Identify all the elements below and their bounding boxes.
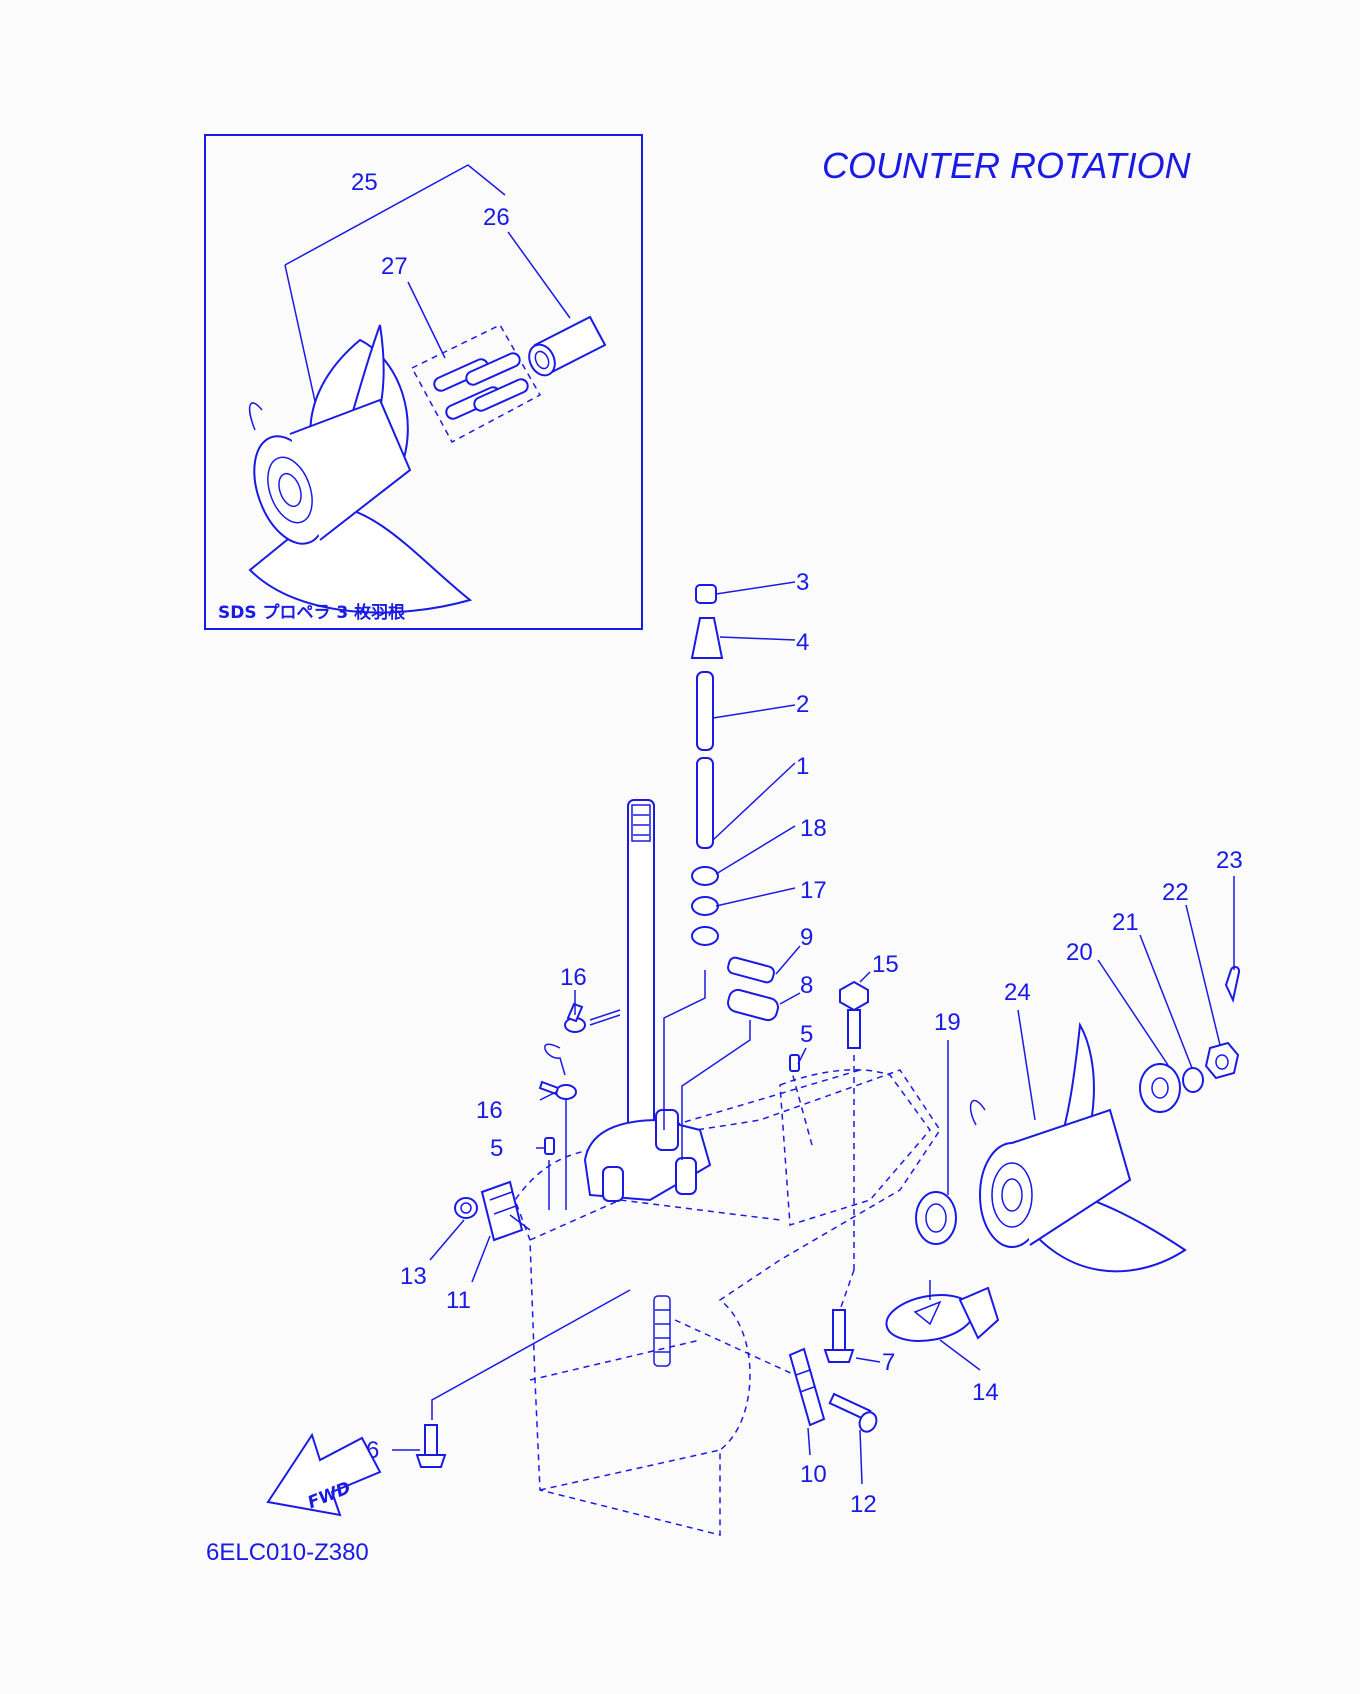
part-5-upper-plug [789, 1054, 800, 1072]
part-18-bushing [691, 866, 719, 886]
label-26: 26 [483, 204, 510, 231]
part-23-cotter-pin [1224, 965, 1241, 1004]
part-10-anode [788, 1347, 826, 1427]
label-5-upper: 5 [800, 1021, 813, 1048]
part-16-lower-clip [538, 1080, 577, 1100]
part-19-thrust-washer [915, 1191, 957, 1245]
part-13-nut [454, 1197, 478, 1219]
part-16-upper-clip [564, 1002, 621, 1033]
part-9-gasket [727, 956, 775, 984]
sds-propeller-inset [204, 134, 643, 630]
rubber-insert-set [433, 352, 529, 420]
label-1: 1 [796, 753, 809, 780]
diagram-title: COUNTER ROTATION [822, 145, 1192, 186]
label-21: 21 [1112, 909, 1139, 936]
label-11: 11 [446, 1287, 471, 1314]
label-25: 25 [351, 169, 378, 196]
leader-25 [284, 264, 319, 416]
label-19: 19 [934, 1009, 961, 1036]
label-20: 20 [1066, 939, 1093, 966]
label-24: 24 [1004, 979, 1031, 1006]
label-9: 9 [800, 924, 813, 951]
part-3-cap [695, 584, 717, 604]
label-2: 2 [796, 691, 809, 718]
part-5-lower-plug [544, 1137, 555, 1155]
leader-25-26 [284, 164, 506, 266]
leader-27 [407, 281, 446, 359]
label-12: 12 [850, 1491, 877, 1518]
fwd-arrow-icon: FWD [266, 1432, 382, 1517]
label-13: 13 [400, 1263, 427, 1290]
label-10: 10 [800, 1461, 827, 1488]
drawing-code: 6ELC010-Z380 [206, 1539, 369, 1566]
label-22: 22 [1162, 879, 1189, 906]
inset-frame [204, 134, 643, 630]
part-22-nut [1204, 1041, 1240, 1080]
drive-shaft [627, 799, 655, 1146]
part-21-washer [1182, 1067, 1204, 1093]
shift-rod-parts [690, 584, 724, 946]
label-23: 23 [1216, 847, 1243, 874]
part-7-bolt [823, 1309, 855, 1363]
part-14-trim-tab [885, 1286, 1000, 1342]
part-17b-seal [691, 926, 719, 946]
part-8-gasket [727, 988, 779, 1022]
label-15: 15 [872, 951, 899, 978]
part-4-collar [690, 617, 724, 659]
label-14: 14 [972, 1379, 999, 1406]
spline-sleeve [528, 315, 607, 377]
part-15-bolt [839, 980, 869, 1049]
part-1-rod [696, 757, 714, 849]
part-20-spacer [1139, 1063, 1181, 1113]
part-11-anode [480, 1180, 524, 1242]
inset-propeller [248, 324, 473, 614]
label-7: 7 [882, 1349, 895, 1376]
label-27: 27 [381, 253, 408, 280]
part-2-rod [696, 671, 714, 751]
part-24-propeller [969, 1021, 1187, 1273]
label-16-upper: 16 [560, 964, 587, 991]
label-16-lower: 16 [476, 1097, 503, 1124]
inset-caption: SDS プロペラ 3 枚羽根 [218, 602, 405, 623]
label-17: 17 [800, 877, 827, 904]
part-12-bolt [828, 1392, 878, 1433]
part-17-seal [691, 896, 719, 916]
label-5-lower: 5 [490, 1135, 503, 1162]
label-4: 4 [796, 629, 809, 656]
insert-group-outline [410, 324, 542, 444]
lower-unit-housing [514, 1069, 941, 1536]
part-6-bolt [415, 1424, 447, 1468]
label-8: 8 [800, 972, 813, 999]
leader-26 [507, 231, 571, 319]
label-3: 3 [796, 569, 809, 596]
label-18: 18 [800, 815, 827, 842]
